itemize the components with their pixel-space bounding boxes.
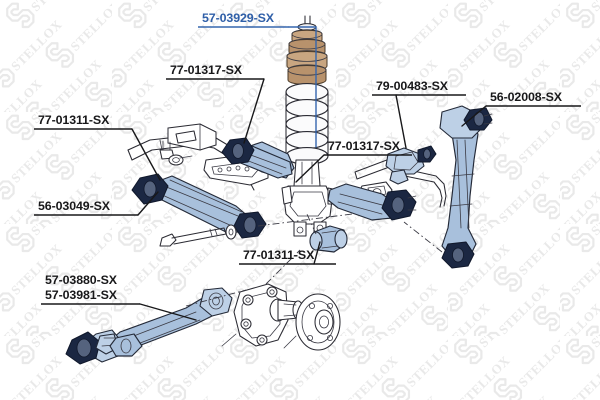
callout-77-01311-sx-right[interactable]: 77-01311-SX	[239, 241, 336, 265]
callout-57-03880-sx[interactable]: 57-03880-SX 57-03981-SX	[41, 273, 197, 321]
callout-56-02008-sx[interactable]: 56-02008-SX	[461, 90, 581, 127]
wheel-hub-assembly	[221, 283, 341, 351]
callout-57-03929-sx[interactable]: 57-03929-SX	[198, 11, 317, 148]
callout-label: 56-02008-SX	[490, 90, 563, 104]
coil-spring	[285, 83, 329, 165]
callout-label: 79-00483-SX	[376, 79, 449, 93]
callout-label: 77-01317-SX	[170, 63, 243, 77]
callout-79-00483-sx[interactable]: 79-00483-SX	[372, 79, 466, 149]
callout-label: 77-01317-SX	[328, 139, 401, 153]
through-bolt	[159, 224, 237, 247]
callout-77-01311-sx-left[interactable]: 77-01311-SX	[34, 113, 161, 181]
upper-control-arm-right	[327, 183, 417, 221]
callout-label-line2: 57-03981-SX	[45, 288, 118, 302]
callout-56-03049-sx[interactable]: 56-03049-SX	[34, 191, 159, 216]
callout-77-01317-sx-right[interactable]: 77-01317-SX	[295, 139, 412, 183]
callout-layer: 57-03929-SX 77-01317-SX 77-01311-SX 56-0…	[34, 11, 581, 321]
callout-label: 77-01311-SX	[243, 248, 315, 262]
callout-label-line1: 57-03880-SX	[45, 273, 118, 287]
callout-77-01317-sx-left[interactable]: 77-01317-SX	[166, 63, 265, 144]
lower-lateral-arm	[131, 173, 267, 239]
callout-label: 57-03929-SX	[202, 11, 275, 25]
vertical-link-rod	[439, 105, 493, 269]
subframe-crossmember	[127, 123, 269, 191]
track-control-rod	[65, 287, 233, 365]
callout-label: 77-01311-SX	[38, 113, 110, 127]
assembly-centerlines	[185, 211, 443, 307]
callout-label: 56-03049-SX	[38, 199, 111, 213]
